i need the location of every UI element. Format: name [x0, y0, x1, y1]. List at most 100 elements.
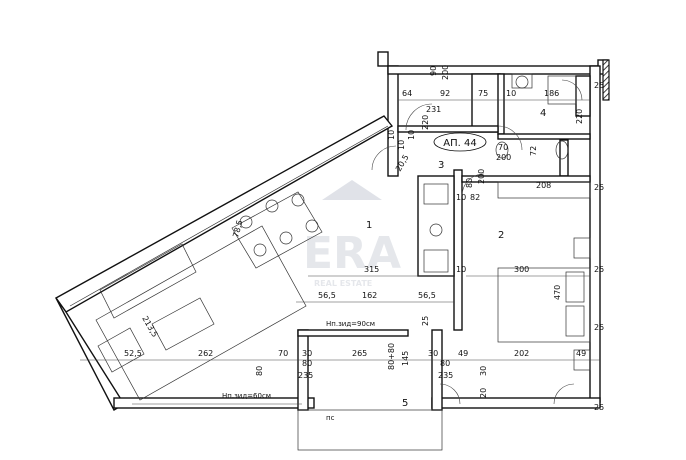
dim-text: 70	[498, 143, 508, 152]
washbasin-counter	[511, 73, 533, 89]
dim-text: 10	[387, 130, 396, 140]
wall-right	[589, 65, 601, 403]
room-number-bathroom: 4	[540, 108, 546, 119]
dim-text: 30	[428, 349, 438, 358]
dim-text: 220	[575, 109, 584, 124]
balcony-wall-left	[297, 329, 309, 411]
dim-text: 80	[465, 178, 474, 188]
wall-left-bottom	[55, 297, 125, 411]
dim-text: 80	[302, 359, 312, 368]
chair	[279, 231, 293, 245]
door-swing	[371, 145, 397, 171]
door-swing	[497, 125, 523, 151]
dim-text: 231	[426, 105, 441, 114]
dim-text: 20	[479, 388, 488, 398]
chair	[253, 243, 267, 257]
dim-text: 162	[362, 291, 377, 300]
pillow	[565, 305, 585, 337]
dim-text: 56,5	[318, 291, 336, 300]
dim-text: 470	[553, 285, 562, 300]
wall-bottom-left	[113, 397, 315, 409]
era-watermark-logo: ERA REAL ESTATE	[303, 180, 401, 288]
note-upper-parapet: Нп.зид=90см	[326, 320, 375, 328]
dim-text: 78,5	[231, 219, 244, 239]
dim-text: 49	[458, 349, 468, 358]
dim-text: 82	[470, 193, 480, 202]
note-lower-parapet: Нп.зид=60см	[222, 392, 271, 400]
door-swing	[405, 103, 433, 131]
dim-text: 25	[594, 403, 604, 412]
sofa	[99, 243, 197, 319]
dim-text: 75	[478, 89, 488, 98]
dim-text: 25	[594, 183, 604, 192]
dim-text: 200	[477, 169, 486, 184]
dim-text: 90	[429, 66, 438, 76]
dim-text: 49	[576, 349, 586, 358]
dining-table	[231, 191, 323, 269]
dim-text: 208	[536, 181, 551, 190]
kitchen-counter	[417, 175, 455, 277]
watermark-sub-text: REAL ESTATE	[314, 279, 372, 288]
door-swing	[439, 383, 461, 405]
washbasin	[515, 75, 529, 89]
kitchen-appliance	[423, 183, 449, 205]
dim-text: 262	[198, 349, 213, 358]
dim-text: 235	[438, 371, 453, 380]
dim-text: 70	[278, 349, 288, 358]
wall-top	[387, 65, 599, 75]
dim-text: 220	[421, 115, 430, 130]
wall-hall-top	[397, 125, 499, 133]
chair	[239, 215, 253, 229]
wall-bottom-right	[431, 397, 601, 409]
wall-stub	[377, 51, 389, 67]
kitchen-sink	[429, 223, 443, 237]
dim-text: 30	[302, 349, 312, 358]
room-number-bedroom: 2	[498, 230, 504, 241]
dim-text: 10	[397, 140, 406, 150]
room-number-balcony: 5	[402, 398, 408, 409]
coffee-table	[151, 297, 215, 351]
bathtub-corner	[547, 75, 577, 105]
dim-text: 10	[456, 265, 466, 274]
armchair	[97, 327, 145, 373]
door-swing	[561, 79, 583, 101]
balcony-wall-right	[431, 329, 443, 411]
dim-text: 80+80	[387, 343, 396, 370]
dim-text: 80	[440, 359, 450, 368]
dim-text: 235	[298, 371, 313, 380]
toilet	[555, 140, 569, 160]
door-swing	[553, 383, 575, 405]
dim-text: 25	[594, 323, 604, 332]
dim-text: 80	[255, 366, 264, 376]
dim-text: 10	[456, 193, 466, 202]
dim-text: 200	[496, 153, 511, 162]
balcony-parapet	[297, 329, 409, 337]
dim-text: 56,5	[418, 291, 436, 300]
dim-text: 10	[407, 130, 416, 140]
wall-diagonal-inner	[69, 125, 389, 307]
rug	[95, 225, 307, 401]
room-number-hall: 3	[438, 160, 444, 171]
kitchen-hob	[423, 249, 449, 273]
pillow	[565, 271, 585, 303]
dim-text: 315	[364, 265, 379, 274]
wardrobe	[497, 181, 591, 199]
apartment-label-frame	[433, 132, 487, 152]
bed	[497, 267, 591, 343]
dim-text: 10	[506, 89, 516, 98]
door-swing	[461, 173, 485, 197]
dim-text: 92	[440, 89, 450, 98]
balcony-area	[297, 409, 443, 451]
dim-text: 145	[401, 351, 410, 366]
chair	[291, 193, 305, 207]
shower-tray	[471, 73, 501, 133]
chair	[265, 199, 279, 213]
dim-text: 265	[352, 349, 367, 358]
dim-text: 200	[441, 65, 450, 80]
dim-text: 300	[514, 265, 529, 274]
dim-text: 72	[529, 146, 538, 156]
dim-text: 25	[421, 316, 430, 326]
dim-text: 52,5	[124, 349, 142, 358]
chair	[305, 219, 319, 233]
